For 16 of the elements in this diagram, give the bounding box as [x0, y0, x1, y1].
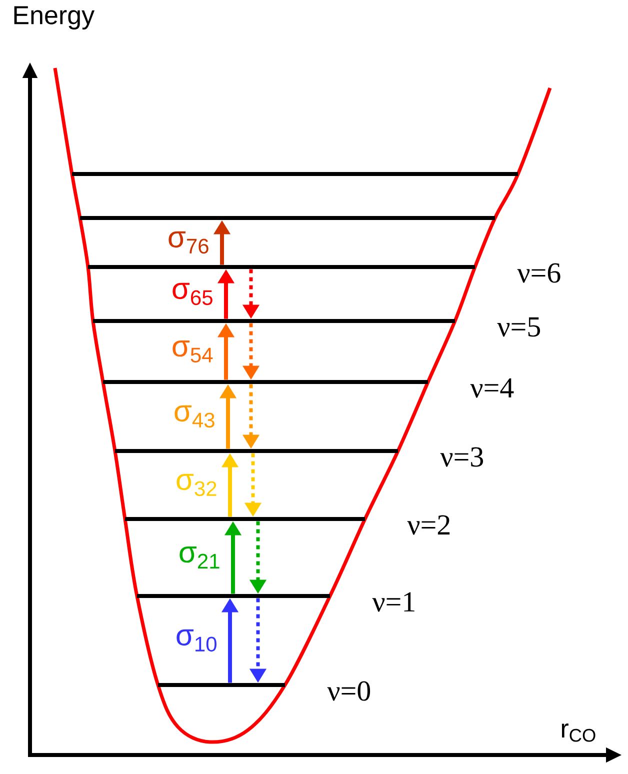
level-label: ν=3: [440, 447, 484, 467]
edge-label: σ$_{43}$: [174, 405, 214, 428]
edge-label: σ$_{65}$: [172, 282, 212, 306]
level-label: ν=2: [407, 515, 450, 535]
edge-label: σ$_{32}$: [176, 474, 216, 496]
level-label: ν=5: [497, 317, 540, 337]
level-label: ν=6: [517, 263, 560, 283]
level-label: ν=1: [372, 592, 414, 612]
edge-label: σ$_{10}$: [176, 629, 216, 652]
axis-label: r$_{CO}$: [562, 724, 596, 742]
level-label: ν=0: [327, 681, 370, 701]
level-label: ν=4: [470, 378, 514, 398]
axis-label: Energy: [14, 6, 95, 30]
edge-label: σ$_{54}$: [172, 340, 213, 362]
edge-label: σ$_{21}$: [180, 546, 220, 568]
edge-label: σ$_{76}$: [168, 231, 208, 254]
